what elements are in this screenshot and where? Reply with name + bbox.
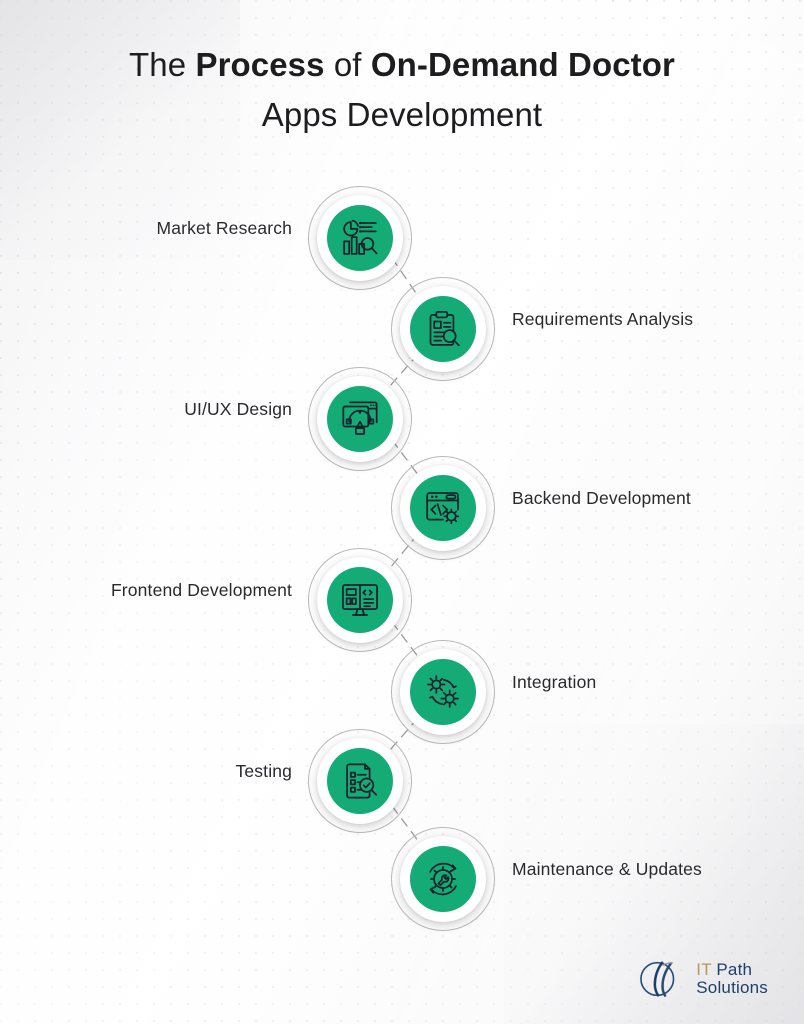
monitor-code-icon [342, 584, 378, 616]
logo-text-path: Path [711, 959, 753, 979]
title-word-the: The [129, 46, 196, 83]
two-gears-icon [427, 675, 459, 708]
logo-text-it: IT [696, 959, 712, 979]
node-disc-1 [327, 205, 393, 271]
title-words-apps-development: Apps Development [261, 96, 543, 133]
node-circle-7[interactable] [317, 738, 403, 824]
process-step-3[interactable]: UI/UX Design [0, 367, 413, 477]
process-step-label-5: Frontend Development [110, 580, 292, 600]
title-line-1: The Process of On-Demand Doctor [0, 40, 804, 90]
clipboard-search-icon [429, 311, 460, 347]
node-disc-7 [327, 748, 393, 814]
process-step-5[interactable]: Frontend Development [0, 548, 413, 658]
code-window-gear-icon [426, 492, 460, 525]
node-circle-6[interactable] [400, 649, 486, 735]
node-disc-5 [327, 567, 393, 633]
process-step-label-2: Requirements Analysis [512, 309, 694, 329]
node-circle-8[interactable] [400, 836, 486, 922]
title-word-process: Process [195, 46, 325, 83]
process-step-label-8: Maintenance & Updates [512, 859, 702, 879]
title-words-on-demand-doctor: On-Demand Doctor [370, 46, 675, 83]
node-circle-3[interactable] [317, 376, 403, 462]
title-line-2: Apps Development [0, 90, 804, 140]
process-step-label-4: Backend Development [512, 488, 691, 508]
node-circle-5[interactable] [317, 557, 403, 643]
node-circle-1[interactable] [317, 195, 403, 281]
page-title: The Process of On-Demand Doctor Apps Dev… [0, 40, 804, 140]
process-step-8[interactable]: Maintenance & Updates [391, 827, 804, 937]
node-circle-2[interactable] [400, 286, 486, 372]
pen-tool-window-icon [342, 401, 378, 435]
process-step-4[interactable]: Backend Development [391, 456, 804, 566]
process-step-label-7: Testing [235, 761, 292, 781]
process-step-2[interactable]: Requirements Analysis [391, 277, 804, 387]
process-step-label-3: UI/UX Design [184, 399, 292, 419]
brand-logo[interactable]: IT Path Solutions [637, 956, 768, 1002]
logo-line-it-path: IT Path [696, 959, 768, 979]
process-step-label-1: Market Research [156, 218, 292, 238]
node-disc-2 [410, 296, 476, 362]
node-disc-8 [410, 846, 476, 912]
logo-text-solutions: Solutions [696, 978, 768, 997]
node-disc-4 [410, 475, 476, 541]
document-check-search-icon [346, 763, 378, 799]
process-step-label-6: Integration [512, 672, 597, 692]
node-circle-4[interactable] [400, 465, 486, 551]
market-research-icon [343, 219, 378, 255]
process-step-6[interactable]: Integration [391, 640, 804, 750]
title-word-of: of [324, 46, 371, 83]
process-step-1[interactable]: Market Research [0, 186, 413, 296]
gear-wrench-refresh-icon [429, 862, 457, 896]
process-step-7[interactable]: Testing [0, 729, 413, 839]
node-disc-3 [327, 386, 393, 452]
node-disc-6 [410, 659, 476, 725]
logo-wordmark: IT Path Solutions [696, 959, 768, 998]
it-path-solutions-logo-mark-icon [640, 961, 675, 997]
